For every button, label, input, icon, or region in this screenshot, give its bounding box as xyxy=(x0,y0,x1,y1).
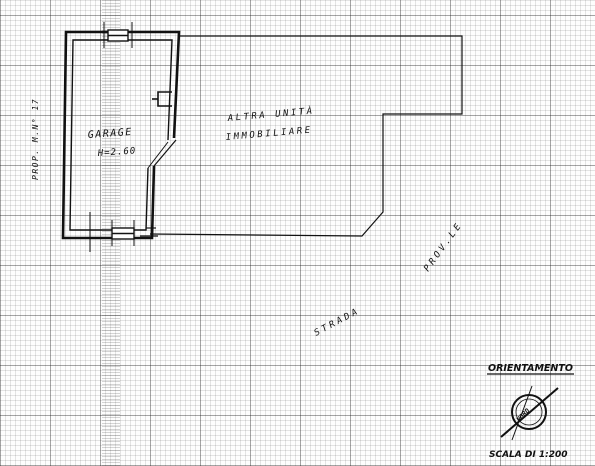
scale-label: SCALA DI 1:200 xyxy=(489,450,568,460)
garage-walls xyxy=(61,30,181,240)
road-province-label: PROV.LE xyxy=(422,220,465,274)
adjacent-unit-label-line2: IMMOBILIARE xyxy=(225,125,313,143)
compass-rose-icon: NORD xyxy=(500,385,559,441)
adjacent-unit-label-line1: ALTRA UNITÀ xyxy=(226,104,315,124)
orientation-title: ORIENTAMENTO xyxy=(488,363,573,374)
bottom-opening xyxy=(89,212,135,252)
scanner-band xyxy=(102,0,120,466)
garage-label: GARAGE xyxy=(87,127,133,141)
property-label: PROP. M.N° 17 xyxy=(31,98,40,180)
wall-niche xyxy=(152,91,172,107)
garage-height-label: H=2.60 xyxy=(97,146,137,159)
top-opening xyxy=(103,22,133,48)
garage-corner-detail xyxy=(140,227,158,237)
road-label: STRADA xyxy=(313,306,362,339)
adjacent-unit-outline xyxy=(149,35,463,237)
